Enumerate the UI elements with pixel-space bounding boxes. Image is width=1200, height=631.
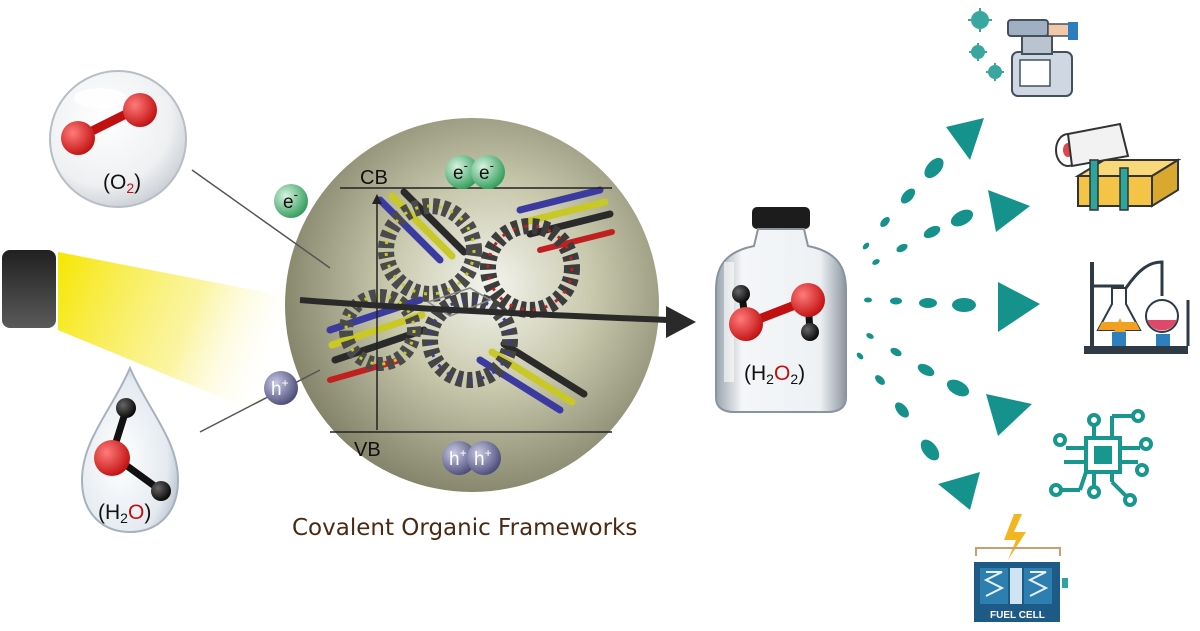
hydrogen-atom xyxy=(732,285,750,303)
svg-text:e-: e- xyxy=(453,158,468,184)
hydrogen-atom xyxy=(801,323,819,341)
oxygen-atom xyxy=(729,307,763,341)
energy-axis-arrow xyxy=(372,194,382,204)
oxygen-atom xyxy=(123,93,157,127)
cof-sphere: CB VB xyxy=(285,118,659,492)
h2o-reaction-line xyxy=(199,369,321,433)
chemical-synthesis-icon xyxy=(1084,260,1190,354)
svg-text:e-: e- xyxy=(479,158,494,184)
cof-framework-structure xyxy=(326,186,615,414)
hydrogen-atom xyxy=(151,481,171,501)
electron-cb-1: e- xyxy=(445,155,479,189)
bottle-cap xyxy=(752,207,810,229)
arrow-to-textile xyxy=(872,190,1030,265)
h2o2-label: (H2O2) xyxy=(744,362,805,387)
hole-vb-2: h+ xyxy=(467,441,501,475)
hole-free: h+ xyxy=(264,371,298,405)
hydrogen-atom xyxy=(116,398,136,418)
lamp-icon xyxy=(2,250,56,328)
application-arrows xyxy=(856,118,1040,510)
caption: Covalent Organic Frameworks xyxy=(292,515,637,541)
water-droplet: (H2O) xyxy=(80,365,180,534)
textile-bleaching-icon xyxy=(1055,122,1182,211)
light-beam xyxy=(58,252,305,430)
arrow-to-disinfection xyxy=(862,118,984,250)
oxygen-atom xyxy=(94,440,130,476)
oxygen-atom xyxy=(791,283,825,317)
arrow-to-fuel-cell xyxy=(856,352,980,510)
light-source xyxy=(2,250,305,430)
arrow-to-electronics xyxy=(866,333,1032,436)
h2o2-bottle: (H2O2) xyxy=(715,207,847,413)
svg-text:h+: h+ xyxy=(474,446,492,470)
svg-text:h+: h+ xyxy=(271,376,289,400)
o2-bubble: (O2) xyxy=(49,70,187,208)
product-arrow xyxy=(299,297,696,338)
o2-label: (O2) xyxy=(103,171,141,196)
lightning-icon xyxy=(1004,514,1026,560)
svg-text:e-: e- xyxy=(283,187,298,213)
svg-text:h+: h+ xyxy=(449,446,467,470)
disinfection-spray-icon xyxy=(968,8,1078,97)
o2-reaction-line xyxy=(191,169,331,269)
hole-vb-1: h+ xyxy=(442,441,476,475)
electron-free: e- xyxy=(274,184,308,218)
vb-label: VB xyxy=(354,439,381,461)
fuel-cell-label: FUEL CELL xyxy=(990,610,1045,621)
electron-cb-2: e- xyxy=(471,155,505,189)
electronics-chip-icon xyxy=(1049,409,1153,507)
arrow-to-chemistry xyxy=(864,282,1040,332)
h2o-label: (H2O) xyxy=(98,501,151,526)
fuel-cell-icon: FUEL CELL xyxy=(974,514,1068,622)
cb-label: CB xyxy=(360,167,388,189)
oxygen-atom xyxy=(61,121,95,155)
